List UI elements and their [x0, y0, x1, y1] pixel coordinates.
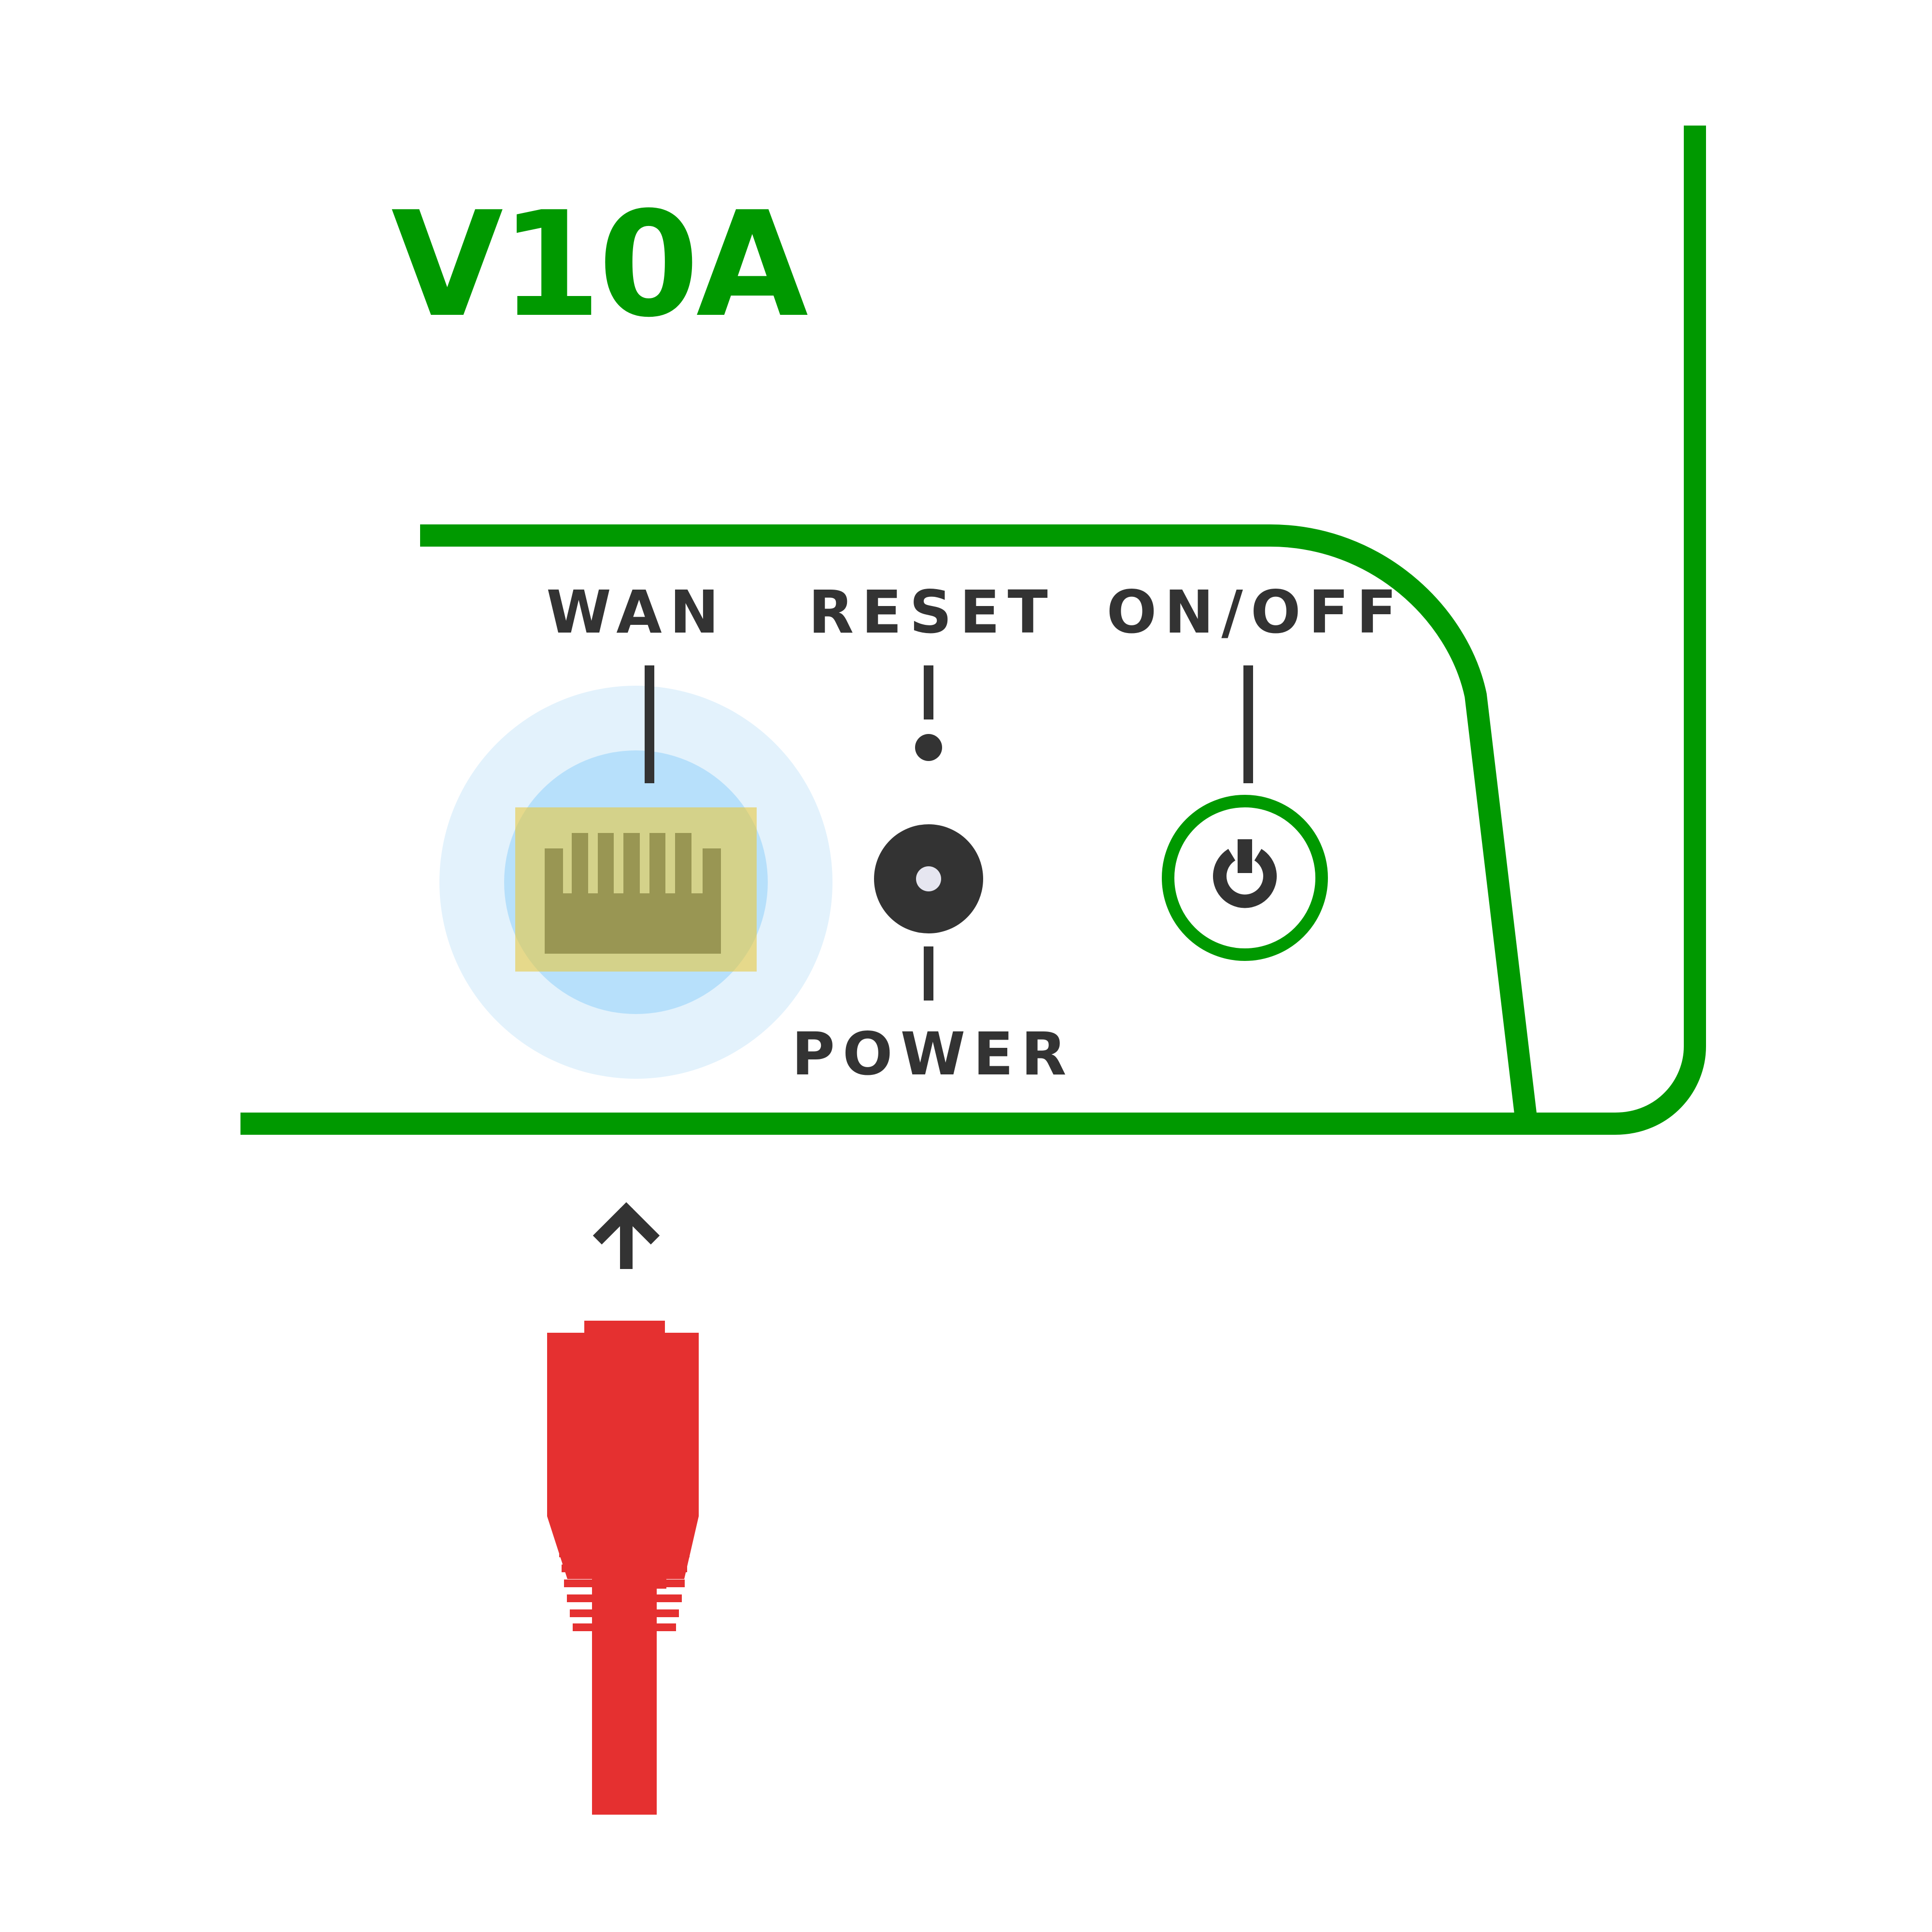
device-body-edge	[240, 126, 1706, 1135]
device-outline	[240, 126, 1706, 1135]
rib-right-5	[657, 1609, 679, 1617]
rib-left-5	[570, 1609, 592, 1617]
reset-label: RESET	[808, 578, 1056, 647]
plug-housing	[547, 1321, 699, 1589]
wan-port[interactable]	[515, 807, 757, 972]
power-button-ring	[1162, 795, 1328, 961]
port-labels: WAN RESET ON/OFF POWER	[546, 578, 1405, 1088]
rib-left-6	[573, 1623, 592, 1631]
rib-right-6	[657, 1623, 676, 1631]
strain-relief-ribs	[559, 1550, 690, 1631]
rib-left-1	[559, 1550, 592, 1557]
wan-port-highlight	[515, 807, 757, 972]
rib-left-3	[564, 1579, 592, 1587]
arrow-up-icon	[592, 1202, 660, 1269]
on-off-label: ON/OFF	[1107, 578, 1405, 647]
power-button-icon	[1213, 839, 1277, 908]
label-ticks	[645, 665, 1253, 1001]
rib-right-2	[657, 1565, 687, 1572]
power-button[interactable]	[1162, 795, 1328, 961]
reset-pinhole-icon[interactable]	[915, 734, 942, 761]
rib-right-1	[657, 1550, 690, 1557]
arrow-head	[592, 1202, 660, 1245]
cable-cord	[592, 1545, 657, 1815]
rib-right-4	[657, 1594, 682, 1602]
device-top-panel-edge	[420, 524, 1538, 1127]
dc-power-jack-icon	[874, 824, 983, 933]
power-symbol-arc	[1213, 849, 1277, 908]
wan-label: WAN	[546, 578, 727, 647]
rib-left-2	[562, 1565, 592, 1572]
rib-left-4	[567, 1594, 592, 1602]
rj45-plug-icon	[547, 1321, 699, 1815]
power-jack-pin	[916, 866, 941, 891]
rib-right-3	[657, 1579, 685, 1587]
power-label: POWER	[792, 1020, 1074, 1088]
model-name: V10A	[391, 181, 809, 349]
